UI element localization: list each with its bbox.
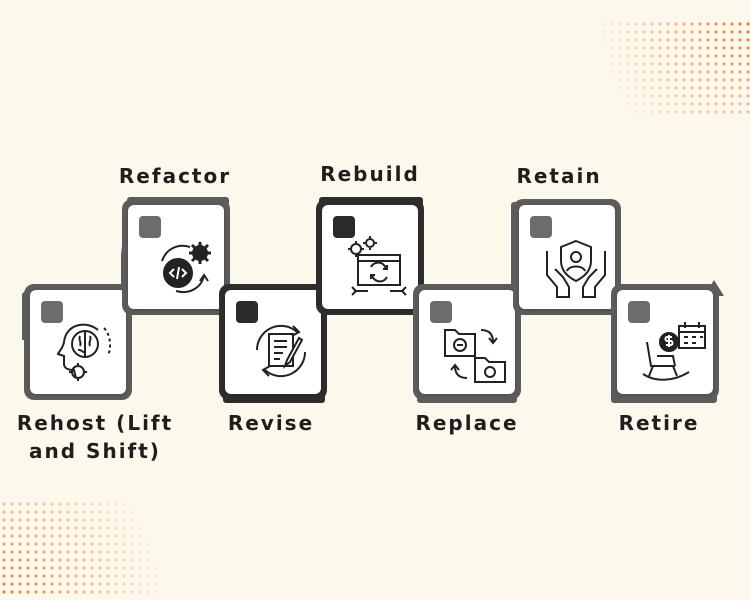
code-gear-icon [161,242,211,293]
step-label-replace: Replace [415,411,519,435]
dot-pattern-top-right [602,22,750,114]
document-cycle-icon [255,324,307,378]
step-label-rehost: Rehost (Lift and Shift) [16,411,174,463]
step-card-rebuild [316,199,424,315]
card-tab-square [236,301,258,323]
browser-gear-wrench-icon [348,236,407,296]
step-card-refactor [122,199,230,315]
step-card-revise [219,284,327,400]
step-label-retain: Retain [516,164,602,188]
card-tab-square [41,301,63,323]
card-tab-square [628,301,650,323]
rocking-chair-calendar-icon [642,322,706,381]
step-label-rebuild: Rebuild [320,162,420,186]
card-tab-square [530,216,552,238]
folder-swap-icon [444,329,506,383]
step-label-revise: Revise [227,411,315,435]
step-label-refactor: Refactor [118,164,232,188]
step-label-retire: Retire [618,411,700,435]
hands-shield-icon [546,239,606,298]
card-tab-square [333,216,355,238]
card-tab-square [139,216,161,238]
step-card-rehost [24,284,132,400]
brain-gear-icon [56,323,112,381]
dot-pattern-bottom-left [2,502,158,594]
step-card-retain [513,199,621,315]
step-card-replace [413,284,521,400]
card-tab-square [430,301,452,323]
step-card-retire [611,284,719,400]
